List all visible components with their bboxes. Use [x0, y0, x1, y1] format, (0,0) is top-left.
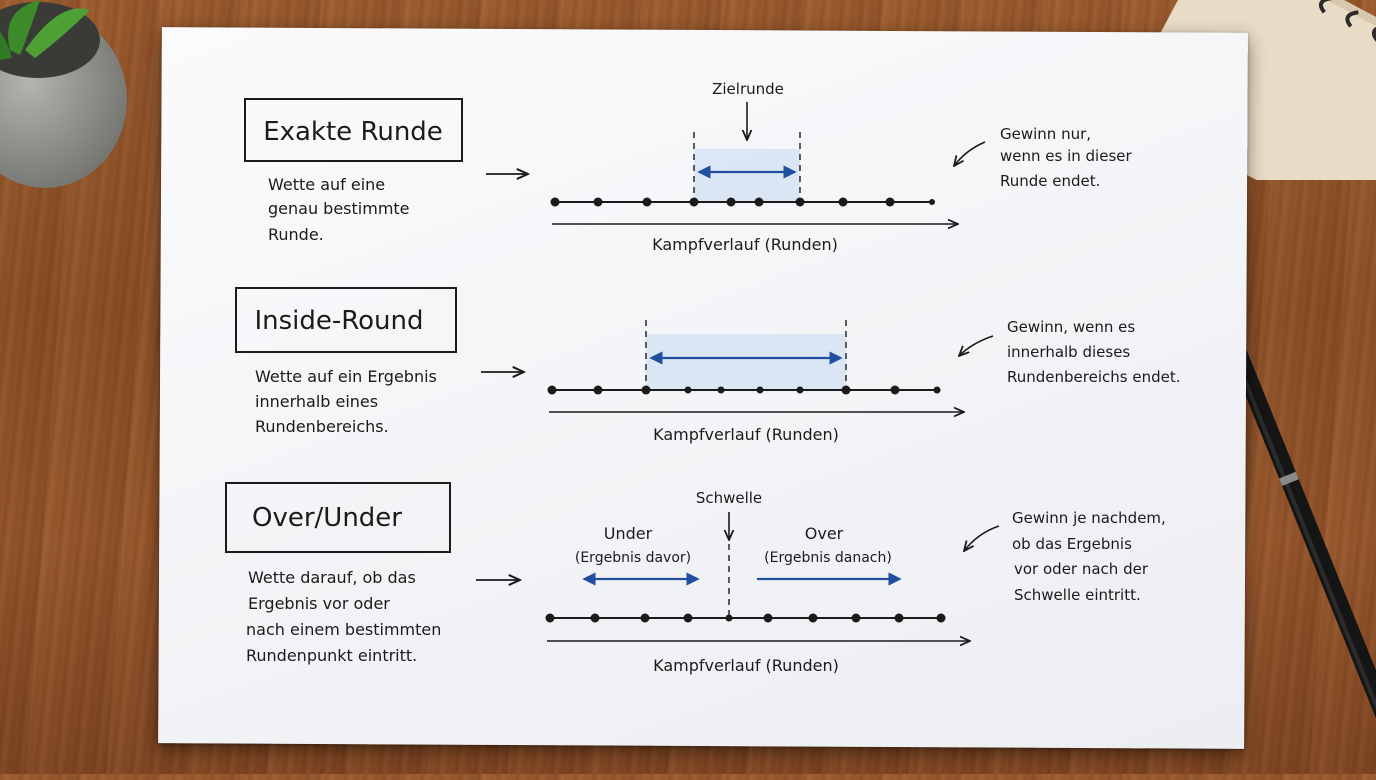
section-inside-round: Inside-Round Wette auf ein Ergebnis inne…	[235, 287, 1180, 444]
note-line: Gewinn je nachdem,	[1012, 509, 1166, 527]
range-highlight	[646, 334, 846, 390]
note-arrow	[954, 141, 986, 166]
section-title: Inside-Round	[254, 306, 423, 336]
note-line: ob das Ergebnis	[1012, 535, 1132, 553]
description-line: Rundenbereichs.	[255, 417, 389, 436]
note-line: innerhalb dieses	[1007, 343, 1130, 361]
note-line: Rundenbereichs endet.	[1007, 368, 1180, 386]
note-line: Schwelle eintritt.	[1014, 586, 1141, 604]
note-arrow	[959, 335, 994, 356]
section-over-under: Over/Under Wette darauf, ob das Ergebnis…	[225, 482, 1166, 675]
title-box	[244, 98, 463, 162]
section-title: Over/Under	[252, 503, 402, 533]
axis-label: Kampfverlauf (Runden)	[653, 656, 839, 675]
title-box	[225, 482, 451, 553]
under-sublabel: (Ergebnis davor)	[575, 550, 691, 566]
description-line: Ergebnis vor oder	[248, 594, 390, 613]
description-line: Rundenpunkt eintritt.	[246, 646, 417, 665]
round-dots	[550, 197, 935, 207]
description-line: Wette darauf, ob das	[248, 568, 416, 587]
section-exakte-runde: Exakte Runde Wette auf eine genau bestim…	[244, 80, 1132, 254]
note-line: vor oder nach der	[1014, 560, 1149, 578]
title-box	[235, 287, 457, 353]
note-line: wenn es in dieser	[1000, 147, 1132, 165]
target-highlight	[694, 149, 800, 202]
description-line: nach einem bestimmten	[246, 620, 441, 639]
under-label: Under	[604, 524, 653, 543]
threshold-label: Schwelle	[696, 489, 762, 507]
description-line: genau bestimmte	[268, 199, 410, 218]
note-line: Runde endet.	[1000, 172, 1100, 190]
axis-label: Kampfverlauf (Runden)	[653, 425, 839, 444]
note-arrow	[964, 525, 1000, 551]
description-line: Runde.	[268, 225, 324, 244]
note-line: Gewinn, wenn es	[1007, 318, 1135, 336]
round-dots	[545, 613, 946, 623]
potted-plant	[0, 0, 127, 188]
description-line: Wette auf eine	[268, 175, 385, 194]
over-label: Over	[805, 524, 844, 543]
pen	[1238, 314, 1376, 753]
description-line: innerhalb eines	[255, 392, 378, 411]
section-title: Exakte Runde	[263, 117, 443, 147]
round-dots	[547, 385, 941, 395]
axis-label: Kampfverlauf (Runden)	[652, 235, 838, 254]
note-line: Gewinn nur,	[1000, 125, 1091, 143]
target-round-label: Zielrunde	[712, 80, 784, 98]
over-sublabel: (Ergebnis danach)	[764, 550, 892, 566]
description-line: Wette auf ein Ergebnis	[255, 367, 437, 386]
